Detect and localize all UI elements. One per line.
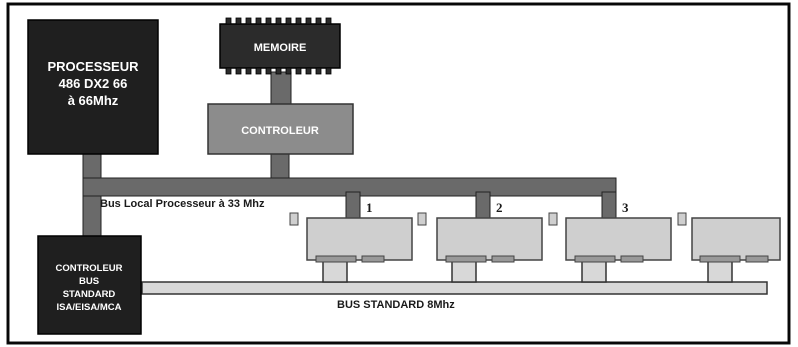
- slot-1-drop: [345, 191, 361, 219]
- memory-chip-pin: [225, 17, 232, 25]
- memory-chip-pin: [265, 17, 272, 25]
- memory-chip-pin: [245, 17, 252, 25]
- slot-3-number: 3: [622, 200, 629, 215]
- processor-vertical-link: [82, 149, 102, 245]
- processor-label-line2: 486 DX2 66: [59, 76, 128, 91]
- memory-chip-pin: [315, 67, 322, 75]
- memory-chip-pin: [315, 17, 322, 25]
- memory-chip-pin: [285, 67, 292, 75]
- memory-controller-label: CONTROLEUR: [241, 125, 319, 137]
- expansion-card-3: [548, 212, 672, 263]
- memory-chip-pin: [275, 67, 282, 75]
- memory-chip-pin: [295, 17, 302, 25]
- bus-controller-label-line3: STANDARD: [63, 289, 116, 300]
- card-3-connector: [581, 260, 607, 283]
- memory-chip-pin: [235, 67, 242, 75]
- slot-3-drop: [601, 191, 617, 219]
- expansion-card-4: [677, 212, 781, 263]
- standard-bus-label: BUS STANDARD 8Mhz: [337, 299, 455, 311]
- memory-chip-pin: [325, 17, 332, 25]
- slot-2-number: 2: [496, 200, 503, 215]
- memory-chip: [219, 17, 341, 75]
- memory-controller-block: [207, 103, 354, 155]
- memory-chip-pin: [285, 17, 292, 25]
- memory-chip-pin: [275, 17, 282, 25]
- processor-block: [27, 19, 159, 155]
- memory-label: MEMOIRE: [254, 42, 307, 54]
- memory-chip-pin: [245, 67, 252, 75]
- bus-controller-label-line2: BUS: [79, 276, 99, 287]
- slot-2-drop: [475, 191, 491, 219]
- standard-bus-line: [141, 281, 768, 295]
- card-1-connector: [322, 260, 348, 283]
- memory-chip-pin: [255, 17, 262, 25]
- card-2-connector: [451, 260, 477, 283]
- slot-1-number: 1: [366, 200, 373, 215]
- memory-chip-pin: [255, 67, 262, 75]
- bus-controller-block: [37, 235, 142, 335]
- bus-controller-label-line4: ISA/EISA/MCA: [57, 302, 122, 313]
- expansion-card-1: [289, 212, 413, 263]
- memory-chip-pin: [225, 67, 232, 75]
- diagram-frame-inner: [7, 3, 790, 344]
- memory-controller-link: [270, 71, 292, 105]
- bus-controller-label-line1: CONTROLEUR: [55, 263, 122, 274]
- memory-chip-pin: [325, 67, 332, 75]
- memory-chip-pin: [235, 17, 242, 25]
- memory-chip-pin: [295, 67, 302, 75]
- memory-chip-pin: [305, 67, 312, 75]
- controller-bus-link: [270, 151, 290, 179]
- memory-chip-pin: [305, 17, 312, 25]
- memory-chip-pin: [265, 67, 272, 75]
- local-bus-label: Bus Local Processeur à 33 Mhz: [100, 198, 265, 210]
- processor-label-line3: à 66Mhz: [68, 93, 119, 108]
- card-4-connector: [707, 260, 733, 283]
- processor-label-line1: PROCESSEUR: [47, 59, 139, 74]
- expansion-card-2: [417, 212, 543, 263]
